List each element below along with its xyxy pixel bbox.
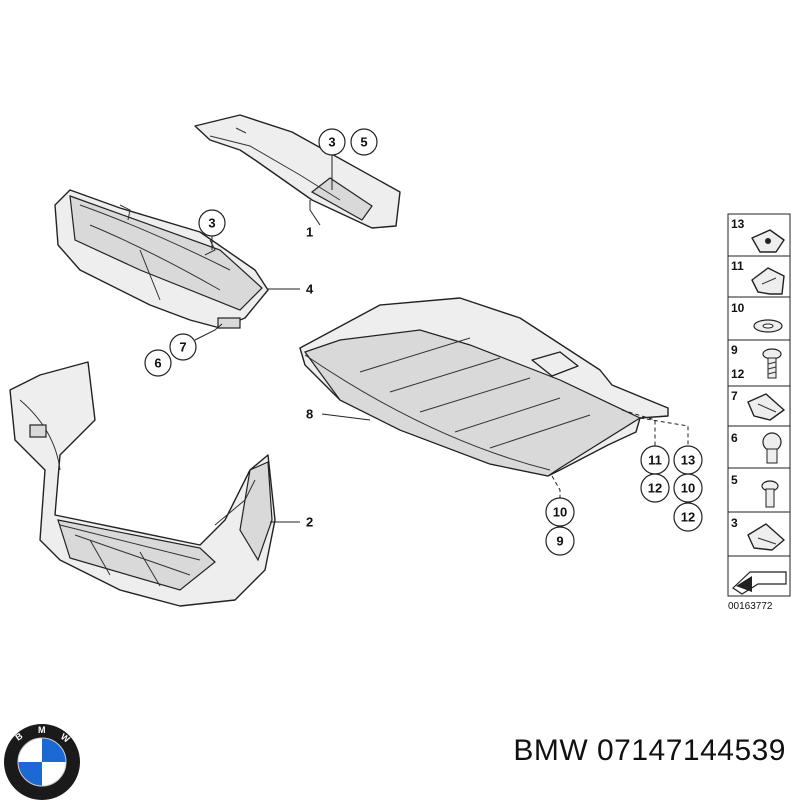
callout-p8-d: 10 — [673, 473, 703, 503]
label-part-1: 1 — [306, 225, 313, 240]
drawing-reference: 00163772 — [728, 601, 773, 612]
clip-nut-icon — [751, 229, 785, 253]
label-part-8: 8 — [306, 407, 313, 422]
svg-text:10: 10 — [553, 505, 567, 520]
legend-item-7: 7 — [731, 389, 738, 403]
legend-item-11: 11 — [731, 259, 744, 273]
svg-text:12: 12 — [681, 510, 695, 525]
legend-item-12: 12 — [731, 367, 745, 381]
callout-p8-c: 12 — [640, 473, 670, 503]
bmw-logo-icon: B M W — [4, 724, 80, 800]
leader-part-1 — [309, 200, 321, 226]
svg-text:5: 5 — [360, 135, 367, 150]
legend-item-9: 9 — [731, 343, 738, 357]
svg-text:10: 10 — [681, 481, 695, 496]
svg-text:6: 6 — [154, 356, 161, 371]
callout-p8-e: 12 — [673, 502, 703, 532]
arrow-icon — [732, 571, 787, 595]
callout-p4-b: 6 — [144, 349, 172, 377]
callout-p8-a: 11 — [640, 445, 670, 475]
label-part-2: 2 — [306, 515, 313, 530]
fastener-legend: 13 11 10 9 12 7 6 5 3 — [727, 213, 791, 597]
callout-p8-f: 10 — [545, 497, 575, 527]
part-2-bumper-carrier — [9, 361, 276, 607]
legend-item-5: 5 — [731, 473, 738, 487]
washer-icon — [753, 319, 783, 333]
leader-part-8 — [321, 413, 371, 421]
callout-p4-a: 3 — [198, 209, 226, 237]
svg-text:3: 3 — [208, 216, 215, 231]
svg-text:B: B — [13, 730, 24, 742]
svg-text:3: 3 — [328, 135, 335, 150]
callout-p1-b: 5 — [350, 128, 378, 156]
callout-p4-c: 7 — [169, 333, 197, 361]
svg-text:9: 9 — [556, 534, 563, 549]
spring-nut-icon — [747, 393, 785, 421]
screw-icon — [762, 348, 782, 379]
svg-text:7: 7 — [179, 340, 186, 355]
svg-text:M: M — [38, 725, 46, 735]
legend-item-13: 13 — [731, 217, 745, 231]
svg-text:13: 13 — [681, 453, 695, 468]
legend-item-10: 10 — [731, 301, 745, 315]
part-8-underbody-shield — [299, 297, 669, 477]
screw-icon — [761, 480, 779, 508]
part-1-cover-strip — [194, 114, 401, 229]
part-number-title: BMW 07147144539 — [513, 734, 786, 767]
svg-text:12: 12 — [648, 481, 662, 496]
callout-p8-g: 9 — [545, 526, 575, 556]
part-4-air-duct — [54, 189, 269, 329]
label-part-4: 4 — [306, 282, 314, 297]
legend-item-6: 6 — [731, 431, 738, 445]
clip-icon — [751, 267, 785, 295]
callout-p8-b: 13 — [673, 445, 703, 475]
legend-item-3: 3 — [731, 516, 738, 530]
callout-p1-a: 3 — [318, 128, 346, 156]
svg-text:11: 11 — [648, 453, 662, 468]
rivet-icon — [762, 432, 782, 464]
speed-nut-icon — [747, 523, 785, 551]
